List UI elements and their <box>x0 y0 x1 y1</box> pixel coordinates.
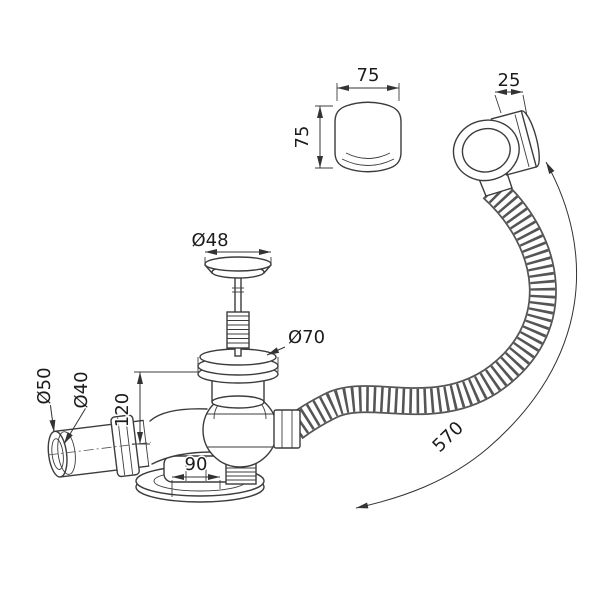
plug-spring <box>226 311 250 349</box>
overflow-head <box>452 110 540 197</box>
outlet-inner-diameter-label: Ø40 <box>71 371 92 408</box>
flexible-hose <box>285 177 557 440</box>
drain-flange <box>197 348 279 409</box>
dim-outlet-outer-diameter: Ø50 <box>33 366 57 433</box>
outlet-outer-diameter-label: Ø50 <box>34 367 55 404</box>
hose-length-label: 570 <box>429 418 468 457</box>
dim-knob-width: 75 <box>336 64 400 101</box>
hose-union-nut <box>273 409 301 449</box>
overflow-depth-label: 25 <box>498 70 521 91</box>
knob-width-label: 75 <box>357 65 380 86</box>
dim-knob-height: 75 <box>291 105 333 169</box>
dim-overflow-depth: 25 <box>494 69 528 117</box>
cap-diameter-label: Ø48 <box>191 230 228 251</box>
knob-height-label: 75 <box>292 126 313 149</box>
flange-diameter-label: Ø70 <box>288 327 325 348</box>
height-label: 120 <box>112 393 133 427</box>
overflow-knob <box>334 101 402 173</box>
drain-plug-cap <box>204 256 272 279</box>
elbow <box>149 408 213 465</box>
dim-outlet-inner-diameter: Ø40 <box>63 370 94 445</box>
dim-cap-diameter: Ø48 <box>190 229 272 263</box>
dim-flange-diameter: Ø70 <box>266 326 327 356</box>
dim-base-offset: 90 <box>171 453 221 497</box>
pipe-axis-centerline <box>47 440 163 456</box>
dim-height: 120 <box>111 371 198 445</box>
base-offset-label: 90 <box>185 454 208 475</box>
